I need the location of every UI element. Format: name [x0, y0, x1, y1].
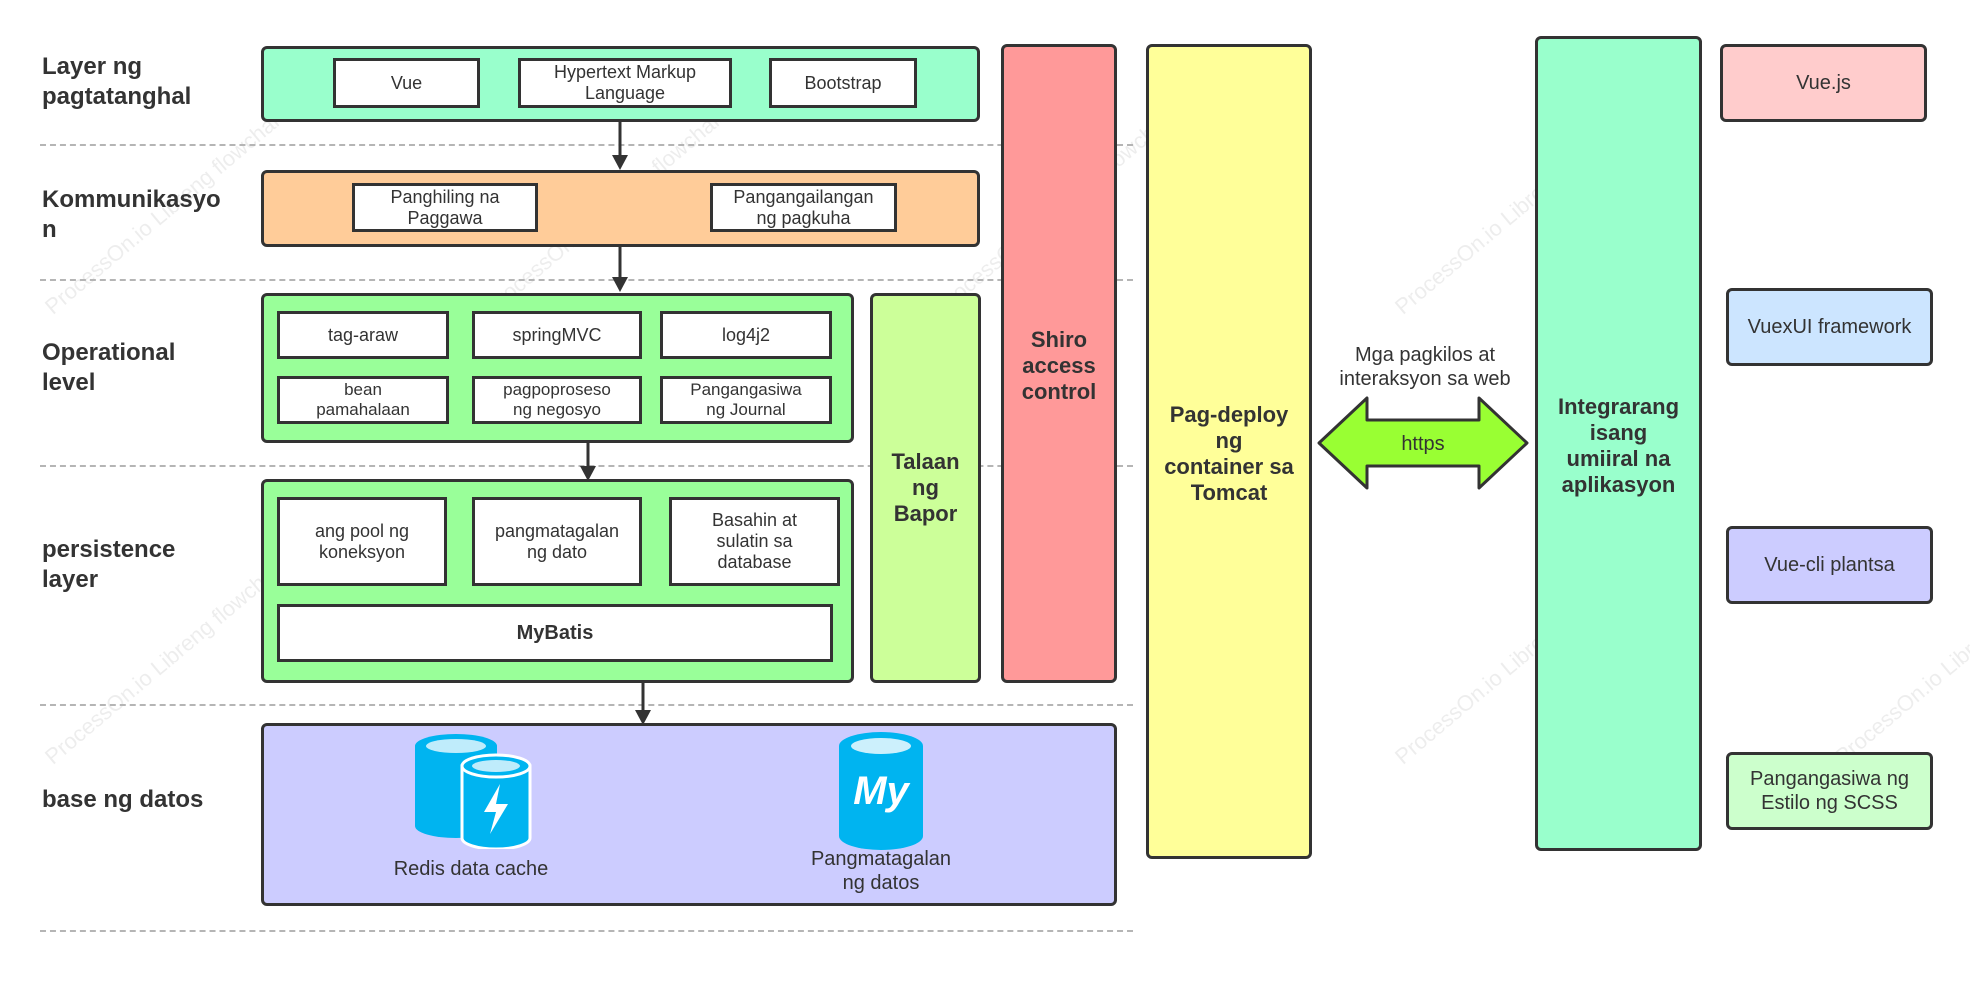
mysql-database-label: Pangmatagalan ng datos — [810, 848, 952, 894]
communication-item-action-request: Panghiling na Paggawa — [352, 183, 538, 232]
layer-label-operational: Operational level — [42, 339, 176, 396]
operational-item-business-processing: pagpoproseso ng negosyo — [472, 376, 642, 424]
operational-item-journal-management: Pangangasiwa ng Journal — [660, 376, 832, 424]
layer-divider — [40, 279, 1133, 281]
mysql-database-icon — [839, 732, 923, 850]
communication-item-fetch-request: Pangangailangan ng pagkuha — [710, 183, 897, 232]
tomcat-deploy-column: Pag-deploy ng container sa Tomcat — [1146, 44, 1312, 859]
presentation-item-vue: Vue — [333, 58, 480, 108]
layer-divider — [40, 144, 1133, 146]
web-interaction-caption: Mga pagkilos at interaksyon sa web — [1339, 344, 1511, 390]
redis-cache-label: Redis data cache — [393, 858, 549, 880]
https-double-arrow — [1317, 396, 1529, 490]
frontend-stack-vue-cli: Vue-cli plantsa — [1726, 526, 1933, 604]
layer-label-presentation: Layer ng pagtatanghal — [42, 53, 192, 110]
mybatis-box: MyBatis — [277, 604, 833, 662]
persistence-item-data-persistence: pangmatagalan ng dato — [472, 497, 642, 586]
redis-cache-icon — [415, 734, 532, 849]
operational-item-log4j2: log4j2 — [660, 311, 832, 359]
operational-item-springmvc: springMVC — [472, 311, 642, 359]
frontend-stack-vuejs: Vue.js — [1720, 44, 1927, 122]
layer-divider — [40, 930, 1133, 932]
persistence-item-connection-pool: ang pool ng koneksyon — [277, 497, 447, 586]
operational-item-bean-management: bean pamahalaan — [277, 376, 449, 424]
integrated-application-column: Integrarang isang umiiral na aplikasyon — [1535, 36, 1702, 851]
presentation-item-bootstrap: Bootstrap — [769, 58, 917, 108]
persistence-item-db-read-write: Basahin at sulatin sa database — [669, 497, 840, 586]
frontend-stack-vuex-ui: VuexUI framework — [1726, 288, 1933, 366]
layer-label-database: base ng datos — [42, 786, 204, 813]
https-label: https — [1401, 433, 1445, 455]
layer-label-communication: Kommunikasyo n — [42, 186, 221, 243]
steam-table-column: Talaan ng Bapor — [870, 293, 981, 683]
layer-label-persistence: persistence layer — [42, 536, 176, 593]
shiro-access-control-column: Shiro access control — [1001, 44, 1117, 683]
database-layer-panel — [261, 723, 1117, 906]
presentation-item-html: Hypertext Markup Language — [518, 58, 732, 108]
layer-divider — [40, 704, 1133, 706]
operational-item-summer: tag-araw — [277, 311, 449, 359]
mysql-logo-text: My — [853, 769, 909, 813]
frontend-stack-scss: Pangangasiwa ng Estilo ng SCSS — [1726, 752, 1933, 830]
